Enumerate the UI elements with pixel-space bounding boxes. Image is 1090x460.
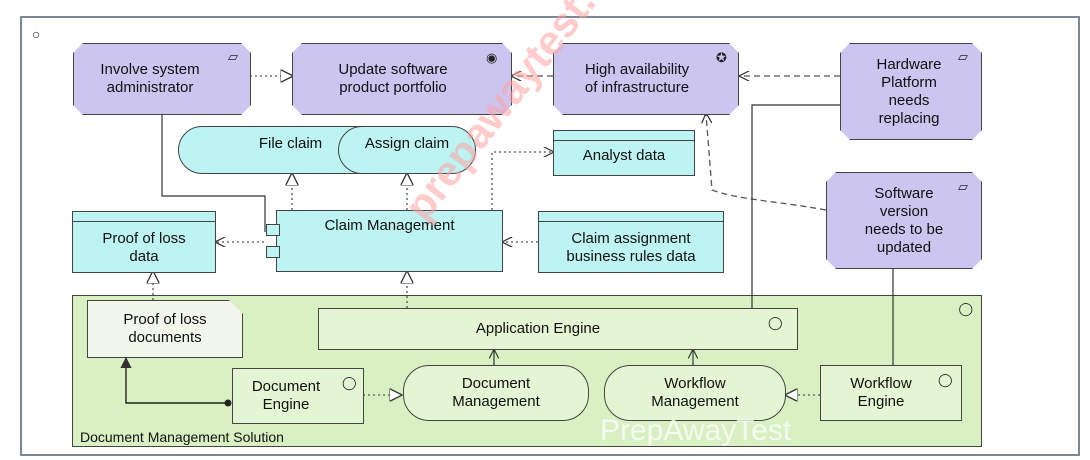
involve-admin-requirement[interactable]: Involve system administrator [73, 43, 251, 115]
data-object-header [73, 212, 215, 222]
double-circle-icon: ◯ [938, 372, 953, 387]
claim-management-component[interactable]: Claim Management [276, 210, 503, 272]
software-version-label: Software version needs to be updated [864, 184, 944, 256]
document-engine-label: Document Engine [251, 378, 321, 413]
target-icon: ◉ [486, 50, 498, 65]
component-tab [266, 246, 280, 258]
hardware-platform-requirement[interactable]: Hardware Platform needs replacing [840, 43, 982, 140]
document-management-service[interactable]: Document Management [403, 365, 589, 421]
circle-icon: ○ [32, 26, 41, 42]
involve-admin-label: Involve system administrator [100, 61, 200, 96]
proof-of-loss-data-label: Proof of loss data [102, 230, 186, 265]
document-engine-node[interactable]: Document Engine [232, 368, 364, 424]
proof-of-loss-documents-artifact[interactable]: Proof of loss documents [87, 300, 243, 358]
document-management-label: Document Management [452, 375, 540, 410]
claim-assignment-data-object[interactable]: Claim assignment business rules data [538, 211, 724, 273]
update-portfolio-label: Update software product portfolio [338, 61, 448, 96]
workflow-management-label: Workflow Management [651, 375, 739, 410]
data-object-header [554, 131, 694, 141]
proof-of-loss-data-object[interactable]: Proof of loss data [72, 211, 216, 273]
double-circle-icon: ◯ [958, 301, 973, 316]
gear-icon: ✪ [716, 50, 727, 65]
high-availability-principle[interactable]: High availability of infrastructure [553, 43, 739, 115]
application-engine-node[interactable]: Application Engine [318, 308, 798, 350]
double-circle-icon: ◯ [768, 315, 783, 330]
analyst-data-label: Analyst data [582, 147, 666, 164]
top-strip [0, 0, 1090, 14]
analyst-data-object[interactable]: Analyst data [553, 130, 695, 176]
claim-assignment-label: Claim assignment business rules data [566, 230, 696, 265]
workflow-management-service[interactable]: Workflow Management [604, 365, 786, 421]
parallelogram-icon: ▱ [958, 179, 968, 194]
data-object-header [539, 212, 723, 222]
software-version-requirement[interactable]: Software version needs to be updated [826, 172, 982, 269]
parallelogram-icon: ▱ [958, 49, 968, 64]
workflow-engine-label: Workflow Engine [850, 375, 912, 410]
application-engine-label: Application Engine [475, 320, 601, 337]
claim-management-label: Claim Management [324, 217, 455, 234]
file-claim-label: File claim [258, 135, 323, 152]
assign-claim-service[interactable]: Assign claim [338, 126, 476, 174]
hardware-platform-label: Hardware Platform needs replacing [876, 55, 942, 127]
workflow-engine-node[interactable]: Workflow Engine [820, 365, 962, 421]
double-circle-icon: ◯ [342, 375, 357, 390]
update-portfolio-goal[interactable]: Update software product portfolio [292, 43, 512, 115]
proof-docs-label: Proof of loss documents [123, 311, 207, 346]
solution-label: Document Management Solution [80, 429, 284, 445]
component-tab [266, 224, 280, 236]
high-availability-label: High availability of infrastructure [584, 61, 690, 96]
parallelogram-icon: ▱ [228, 49, 238, 64]
assign-claim-label: Assign claim [364, 135, 450, 152]
